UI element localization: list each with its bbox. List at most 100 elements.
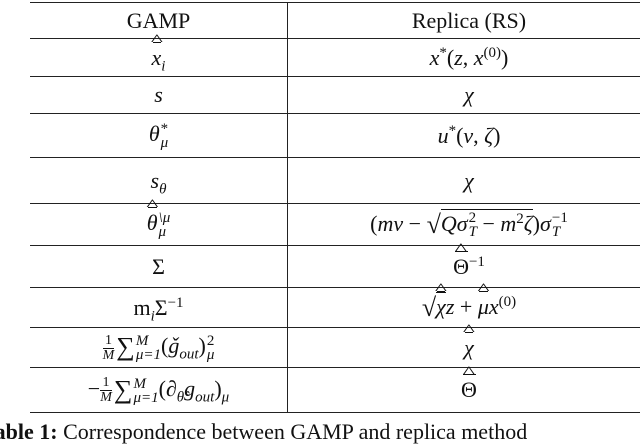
math-subscript: i [161, 58, 165, 74]
math-symbol: Qσ [441, 211, 468, 236]
hat-accent: ^ [149, 33, 165, 49]
math-symbol: m [500, 211, 516, 236]
math-subscript: out [179, 347, 198, 363]
math-subscript: μ [222, 389, 230, 405]
replica-cell: χ [288, 77, 640, 114]
math-symbol: ( [159, 376, 166, 401]
caption-label: Table 1: [0, 419, 58, 444]
math-symbol: ǧ [168, 333, 179, 358]
math-supscript: * [449, 122, 457, 138]
math-hat-symbol: Θ^ [453, 254, 469, 280]
sqrt-body: χ^ [436, 292, 446, 319]
table-row: sθ χ [30, 158, 640, 204]
math-superscript: −1 [552, 211, 568, 225]
table-row: x^i x*(z, x(0)) [30, 39, 640, 77]
math-supscript: (0) [484, 44, 502, 60]
math-superscript: 2 [207, 334, 215, 348]
gamp-cell: s [30, 77, 288, 114]
math-symbol: mν [378, 211, 404, 236]
math-symbol: x [430, 45, 440, 70]
hat-accent: ^ [433, 282, 449, 298]
replica-cell: χ^ [288, 328, 640, 368]
fraction-numerator: 1 [103, 334, 115, 349]
math-hat-symbol: Θ^ [461, 377, 477, 403]
math-superscript: 2 [469, 211, 477, 225]
math-hat-symbol: χ^ [464, 335, 474, 361]
replica-cell: χ [288, 158, 640, 204]
math-superscript: M [136, 334, 161, 348]
math-hat-symbol: θ^ [147, 210, 158, 236]
fraction-denominator: M [103, 349, 115, 363]
math-subscript: μ [161, 136, 169, 150]
math-subscript: θ [159, 181, 166, 197]
sum-sign: ∑ [114, 375, 133, 404]
math-symbol: ) [533, 211, 540, 236]
math-supscript: −1 [168, 294, 184, 310]
table-row: Σ Θ^−1 [30, 246, 640, 288]
caption-text: Correspondence between GAMP and replica … [63, 419, 527, 444]
math-symbol: z [454, 45, 463, 70]
math-supscript: (0) [499, 293, 517, 309]
fraction-numerator: 1 [100, 376, 112, 391]
fraction-denominator: M [100, 391, 112, 405]
math-hat-symbol: μ^ [478, 294, 489, 320]
header-replica: Replica (RS) [288, 3, 640, 39]
math-symbol: σ [540, 211, 551, 236]
math-hat-symbol: x^ [152, 45, 162, 71]
math-symbol: ) [199, 333, 206, 358]
math-symbol: s [151, 168, 160, 193]
hat-accent: ^ [461, 323, 477, 339]
math-subscript: μ [159, 225, 171, 239]
math-symbol: ) [493, 123, 500, 148]
math-symbol: x [474, 45, 484, 70]
math-sup-sub: *μ [161, 122, 169, 150]
replica-cell: Θ^−1 [288, 246, 640, 288]
math-superscript: * [161, 122, 169, 136]
math-symbol: χ [464, 168, 474, 193]
table-header-row: GAMP Replica (RS) [30, 3, 640, 39]
replica-cell: u*(ν, ζ) [288, 114, 640, 158]
math-supscript: 2 [516, 210, 524, 226]
math-symbol: u [438, 123, 449, 148]
sqrt-sign: √ [427, 210, 441, 239]
math-symbol: χ [464, 82, 474, 107]
math-subscript: μ=1 [136, 348, 161, 362]
math-symbol: g [184, 376, 195, 401]
math-symbol: s [154, 82, 163, 107]
table-row: miΣ−1√χ^z + μ^x(0) [30, 288, 640, 328]
math-subscript: μ=1 [133, 391, 158, 405]
math-symbol: m [133, 295, 150, 320]
math-superscript: M [133, 377, 158, 391]
sum-sign: ∑ [116, 332, 135, 361]
hat-accent: ^ [448, 242, 473, 258]
math-subscript: T [469, 225, 477, 239]
replica-cell: x*(z, x(0)) [288, 39, 640, 77]
math-symbol: − [88, 376, 100, 401]
math-subscript: out [195, 389, 214, 405]
table-caption: Table 1: Correspondence between GAMP and… [0, 419, 527, 445]
replica-cell: Θ^ [288, 368, 640, 413]
math-symbol: ) [214, 376, 221, 401]
math-symbol: ν [463, 123, 473, 148]
math-symbol: Σ [152, 254, 165, 279]
